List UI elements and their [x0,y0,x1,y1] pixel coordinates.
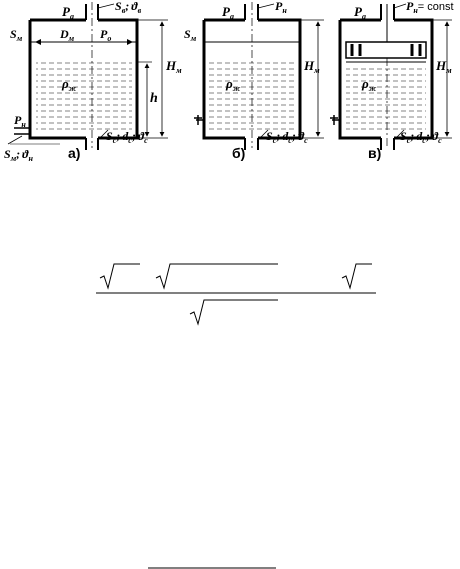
label-sm-b: Sм [184,27,197,43]
label-sc-c: Sc;dc;ϑc [400,129,442,145]
label-dm-a: Dм [59,27,75,43]
label-hm-b: Hм [303,58,320,75]
label-sb-a: Sв;ϑв [115,0,142,15]
outlet-pipe-c [380,138,395,150]
liquid-a [36,62,132,132]
label-po-a: Po [100,27,111,43]
tank-wall-a [28,18,139,140]
inlet-pipe-a [14,127,30,135]
label-hm-a: Hм [165,58,182,75]
sqrt-sign-4 [189,299,278,326]
label-h-a: h [150,91,158,106]
label-pn-b: Pн [275,0,287,15]
panel-c: Pa Pн= const ρж Hм Sc;dc;ϑc в) [330,0,454,161]
piston-c [345,41,427,59]
valve-c [330,115,340,125]
vent-pipe-b [244,4,259,20]
label-pn-c: Pн= const [406,0,454,15]
label-sm-top-a: Sм [10,27,23,43]
tank-wall-c [338,18,434,140]
sqrt-sign-3 [341,263,372,290]
caption-a: а) [68,145,80,161]
caption-c: в) [368,145,381,161]
valve-b [194,115,204,125]
panel-a: Pa Sв;ϑв Sм Dм Po ρж h Hм Pн Sм;ϑн Sc;dc… [4,0,182,163]
tank-wall-b [202,18,302,140]
label-pa-b: Pa [222,4,234,21]
liquid-c [346,66,426,132]
sqrt-sign-2 [155,263,278,290]
label-hm-c: Hм [435,58,452,75]
label-rho-c: ρж [361,76,377,93]
caption-b: б) [232,145,245,161]
piston-ribs-c [350,44,422,56]
panel-b: Pa Pн Sм ρж Hм Sc;dc;ϑc б) [184,0,324,161]
outlet-pipe-b [244,138,259,150]
label-rho-a: ρж [61,76,77,93]
sqrt-sign-1 [99,263,140,290]
formula-skeleton [96,263,376,569]
label-pa-a: Pa [62,4,74,21]
label-pn-a: Pн [14,113,26,129]
vent-pipe-a [85,4,99,20]
outlet-pipe-a [85,138,99,150]
label-sm-bot-a: Sм;ϑн [4,147,34,163]
label-rho-b: ρж [225,76,241,93]
label-sc-b: Sc;dc;ϑc [266,129,308,145]
label-pa-c: Pa [354,4,366,21]
label-sc-a: Sc;dc;ϑc [106,129,148,145]
piston-rod-c [380,4,395,20]
